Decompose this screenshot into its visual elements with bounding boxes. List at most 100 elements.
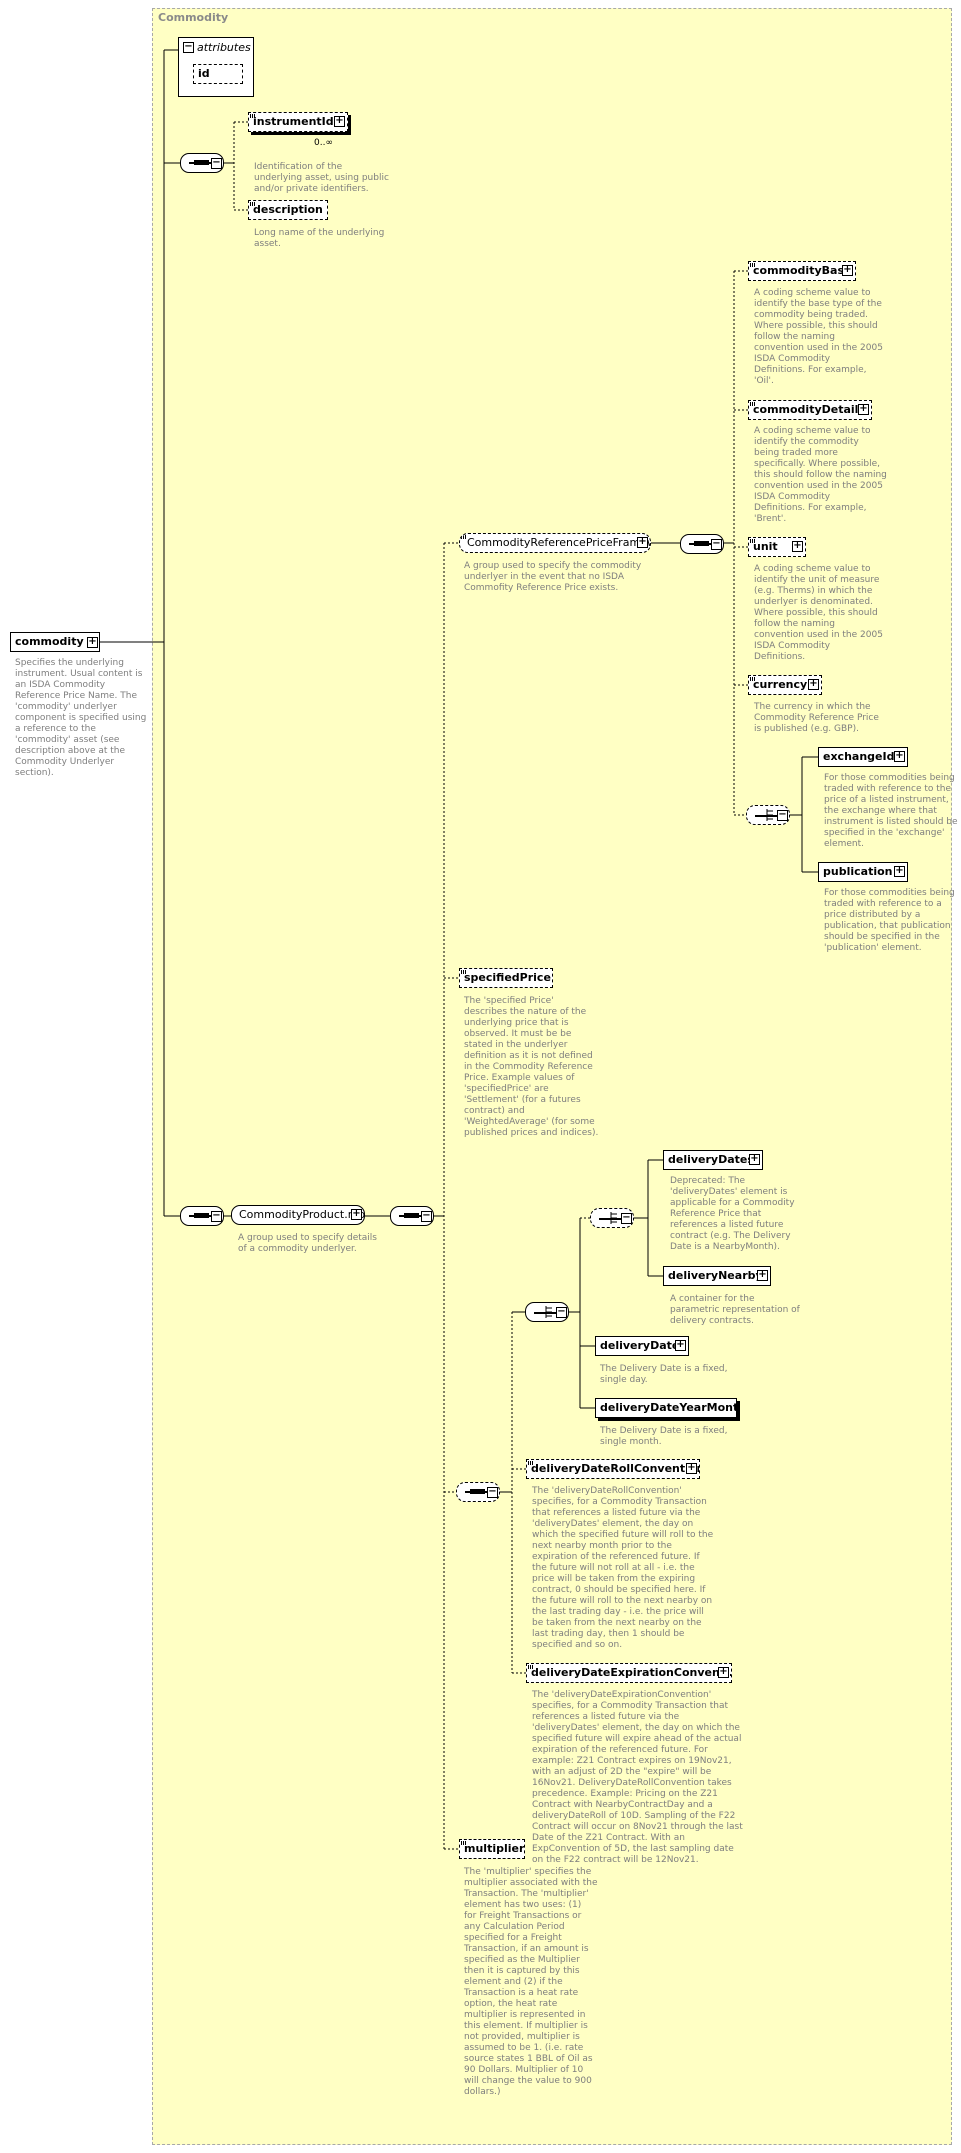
expand-icon[interactable]: − (711, 538, 722, 550)
description-line: 'publication' element. (824, 943, 922, 953)
description-line: traded with reference to a (824, 899, 942, 909)
description-line: option, the heat rate (464, 1999, 558, 2009)
element-framework_group[interactable]: CommodityReferencePriceFramewor... (459, 533, 651, 553)
element-label: deliveryDates (668, 1153, 754, 1166)
expand-icon[interactable]: − (211, 157, 222, 169)
element-deliveryDate[interactable]: deliveryDate (595, 1336, 689, 1356)
expand-icon[interactable]: + (637, 536, 648, 548)
expand-icon[interactable]: + (749, 1153, 760, 1165)
optional-marker (750, 677, 755, 681)
element-deliveryDateRollConvention[interactable]: deliveryDateRollConvention (526, 1459, 700, 1479)
expand-icon[interactable]: + (842, 264, 853, 276)
element-multiplier[interactable]: multiplier (459, 1839, 525, 1859)
description-line: next nearby month prior to the (532, 1541, 672, 1551)
description-line: Definitions. For example, (754, 365, 867, 375)
description-line: Reference Price that (670, 1209, 762, 1219)
description-line: be taken from the next nearby on the (532, 1618, 702, 1628)
element-product_group[interactable]: CommodityProduct.model (231, 1205, 365, 1225)
optional-marker (461, 535, 466, 539)
expand-icon[interactable]: − (487, 1486, 498, 1498)
description-line: Transaction. The 'multiplier' (464, 1889, 589, 1899)
element-label: specifiedPrice (464, 971, 551, 984)
element-label: commodityDetails (753, 403, 865, 416)
description-line: Deprecated: The (670, 1176, 746, 1186)
element-deliveryDateYearMonth[interactable]: deliveryDateYearMonth (595, 1398, 737, 1418)
description-line: identify the unit of measure (754, 575, 880, 585)
optional-marker (750, 402, 755, 406)
expand-icon[interactable]: − (421, 1210, 432, 1222)
deliveryDate-description: The Delivery Date is a fixed,single day. (600, 1364, 727, 1386)
expand-icon[interactable]: − (777, 809, 788, 821)
deliveryDateYearMonth-description: The Delivery Date is a fixed,single mont… (600, 1426, 727, 1448)
element-instrumentId[interactable]: instrumentId (248, 112, 348, 132)
description-line: ExpConvention of 5D, the last sampling d… (532, 1844, 734, 1854)
description-line: specifically. Where possible, (754, 459, 881, 469)
description-line: dollars.) (464, 2087, 501, 2097)
element-deliveryDateExpirationConvention[interactable]: deliveryDateExpirationConventi... (526, 1663, 732, 1683)
element-label: currency (753, 678, 808, 691)
description-line: is published (e.g. GBP). (754, 724, 859, 734)
element-currency[interactable]: currency (748, 675, 822, 695)
element-deliveryNearby[interactable]: deliveryNearby (663, 1266, 771, 1286)
expand-icon[interactable]: + (334, 115, 345, 127)
description-line: single day. (600, 1375, 648, 1385)
expand-icon[interactable]: + (894, 750, 905, 762)
element-commodityDetails[interactable]: commodityDetails (748, 400, 872, 420)
description-line: Contract with NearbyContractDay and a (532, 1800, 713, 1810)
description-line: The Delivery Date is a fixed, (600, 1364, 728, 1374)
element-description[interactable]: description (248, 200, 328, 220)
commodity-frame (152, 8, 952, 2145)
element-commodityBase[interactable]: commodityBase (748, 261, 856, 281)
expand-icon[interactable]: − (621, 1212, 632, 1224)
expand-icon[interactable]: + (351, 1208, 362, 1220)
description-line: follow the naming (754, 619, 835, 629)
description-line: 'commodity' asset (see (15, 735, 120, 745)
expand-icon[interactable]: + (718, 1666, 729, 1678)
description-line: precedence. Example: Pricing on the Z21 (532, 1789, 718, 1799)
description-line: references a listed future via the (532, 1712, 680, 1722)
description-line: element and (2) if the (464, 1977, 563, 1987)
description-line: identify the base type of the (754, 299, 882, 309)
description-line: any Calculation Period (464, 1922, 565, 1932)
element-deliveryDates[interactable]: deliveryDates (663, 1150, 763, 1170)
element-commodity[interactable]: commodity (10, 632, 100, 652)
expand-icon[interactable]: + (675, 1339, 686, 1351)
expand-icon[interactable]: + (808, 678, 819, 690)
description-line: Price. Example values of (464, 1073, 575, 1083)
element-exchangeId[interactable]: exchangeId (818, 747, 908, 767)
expand-icon[interactable]: + (87, 636, 98, 648)
description-line: example: Z21 Contract expires on 19Nov21… (532, 1756, 732, 1766)
expand-icon[interactable]: + (792, 540, 803, 552)
description-line: for Freight Transactions or (464, 1911, 582, 1921)
element-label: unit (753, 540, 778, 553)
expand-icon[interactable]: − (556, 1306, 567, 1318)
description-line: then it is captured by this (464, 1966, 580, 1976)
expand-icon[interactable]: + (757, 1269, 768, 1281)
attribute-id[interactable]: id (193, 64, 243, 84)
expand-icon[interactable]: − (211, 1210, 222, 1222)
element-specifiedPrice[interactable]: specifiedPrice (459, 968, 553, 988)
description-line: convention used in the 2005 (754, 343, 883, 353)
description-line: will change the value to 900 (464, 2076, 592, 2086)
description-line: being traded more (754, 448, 838, 458)
expand-icon[interactable]: + (858, 403, 869, 415)
expand-icon[interactable]: + (894, 865, 905, 877)
element-publication[interactable]: publication (818, 862, 908, 882)
element-label: deliveryNearby (668, 1269, 763, 1282)
collapse-icon[interactable]: − (183, 41, 194, 53)
description-line: A group used to specify the commodity (464, 561, 642, 571)
description-line: describes the nature of the (464, 1007, 587, 1017)
description-line: 'deliveryDates' element is (670, 1187, 788, 1197)
expand-icon[interactable]: + (686, 1462, 697, 1474)
description-line: Where possible, this should (754, 608, 878, 618)
description-line: Definitions. (754, 652, 806, 662)
element-label: CommodityReferencePriceFramewor... (467, 536, 650, 549)
description-line: the exchange where that (824, 806, 937, 816)
optional-marker (750, 539, 755, 543)
element-unit[interactable]: unit (748, 537, 806, 557)
